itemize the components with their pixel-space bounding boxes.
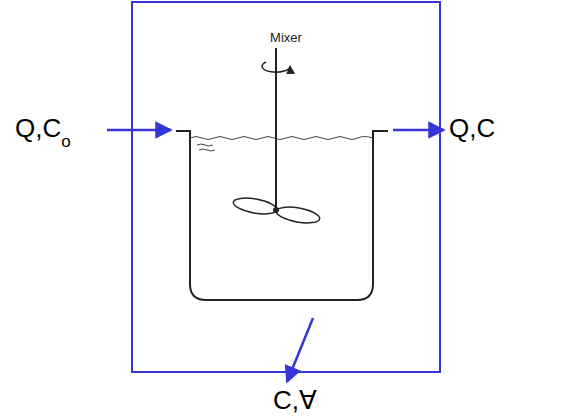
mixer-label: Mixer <box>270 31 302 46</box>
liquid-surface <box>190 137 373 140</box>
control-volume-box: Mixer <box>131 1 441 373</box>
subscript: o <box>61 128 70 156</box>
impeller-hub <box>273 207 279 213</box>
tank-wall <box>176 131 388 300</box>
outflow-arrow <box>393 129 444 132</box>
outflow-label: Q,C <box>449 114 495 142</box>
volume-label: C,∀ <box>273 386 317 414</box>
impeller-blade <box>232 195 278 216</box>
inflow-label: Q,C <box>15 114 61 142</box>
wave-marks <box>197 144 215 151</box>
rotation-arrow <box>262 62 290 72</box>
impeller-blade <box>275 204 321 225</box>
inflow-arrow <box>107 129 171 132</box>
